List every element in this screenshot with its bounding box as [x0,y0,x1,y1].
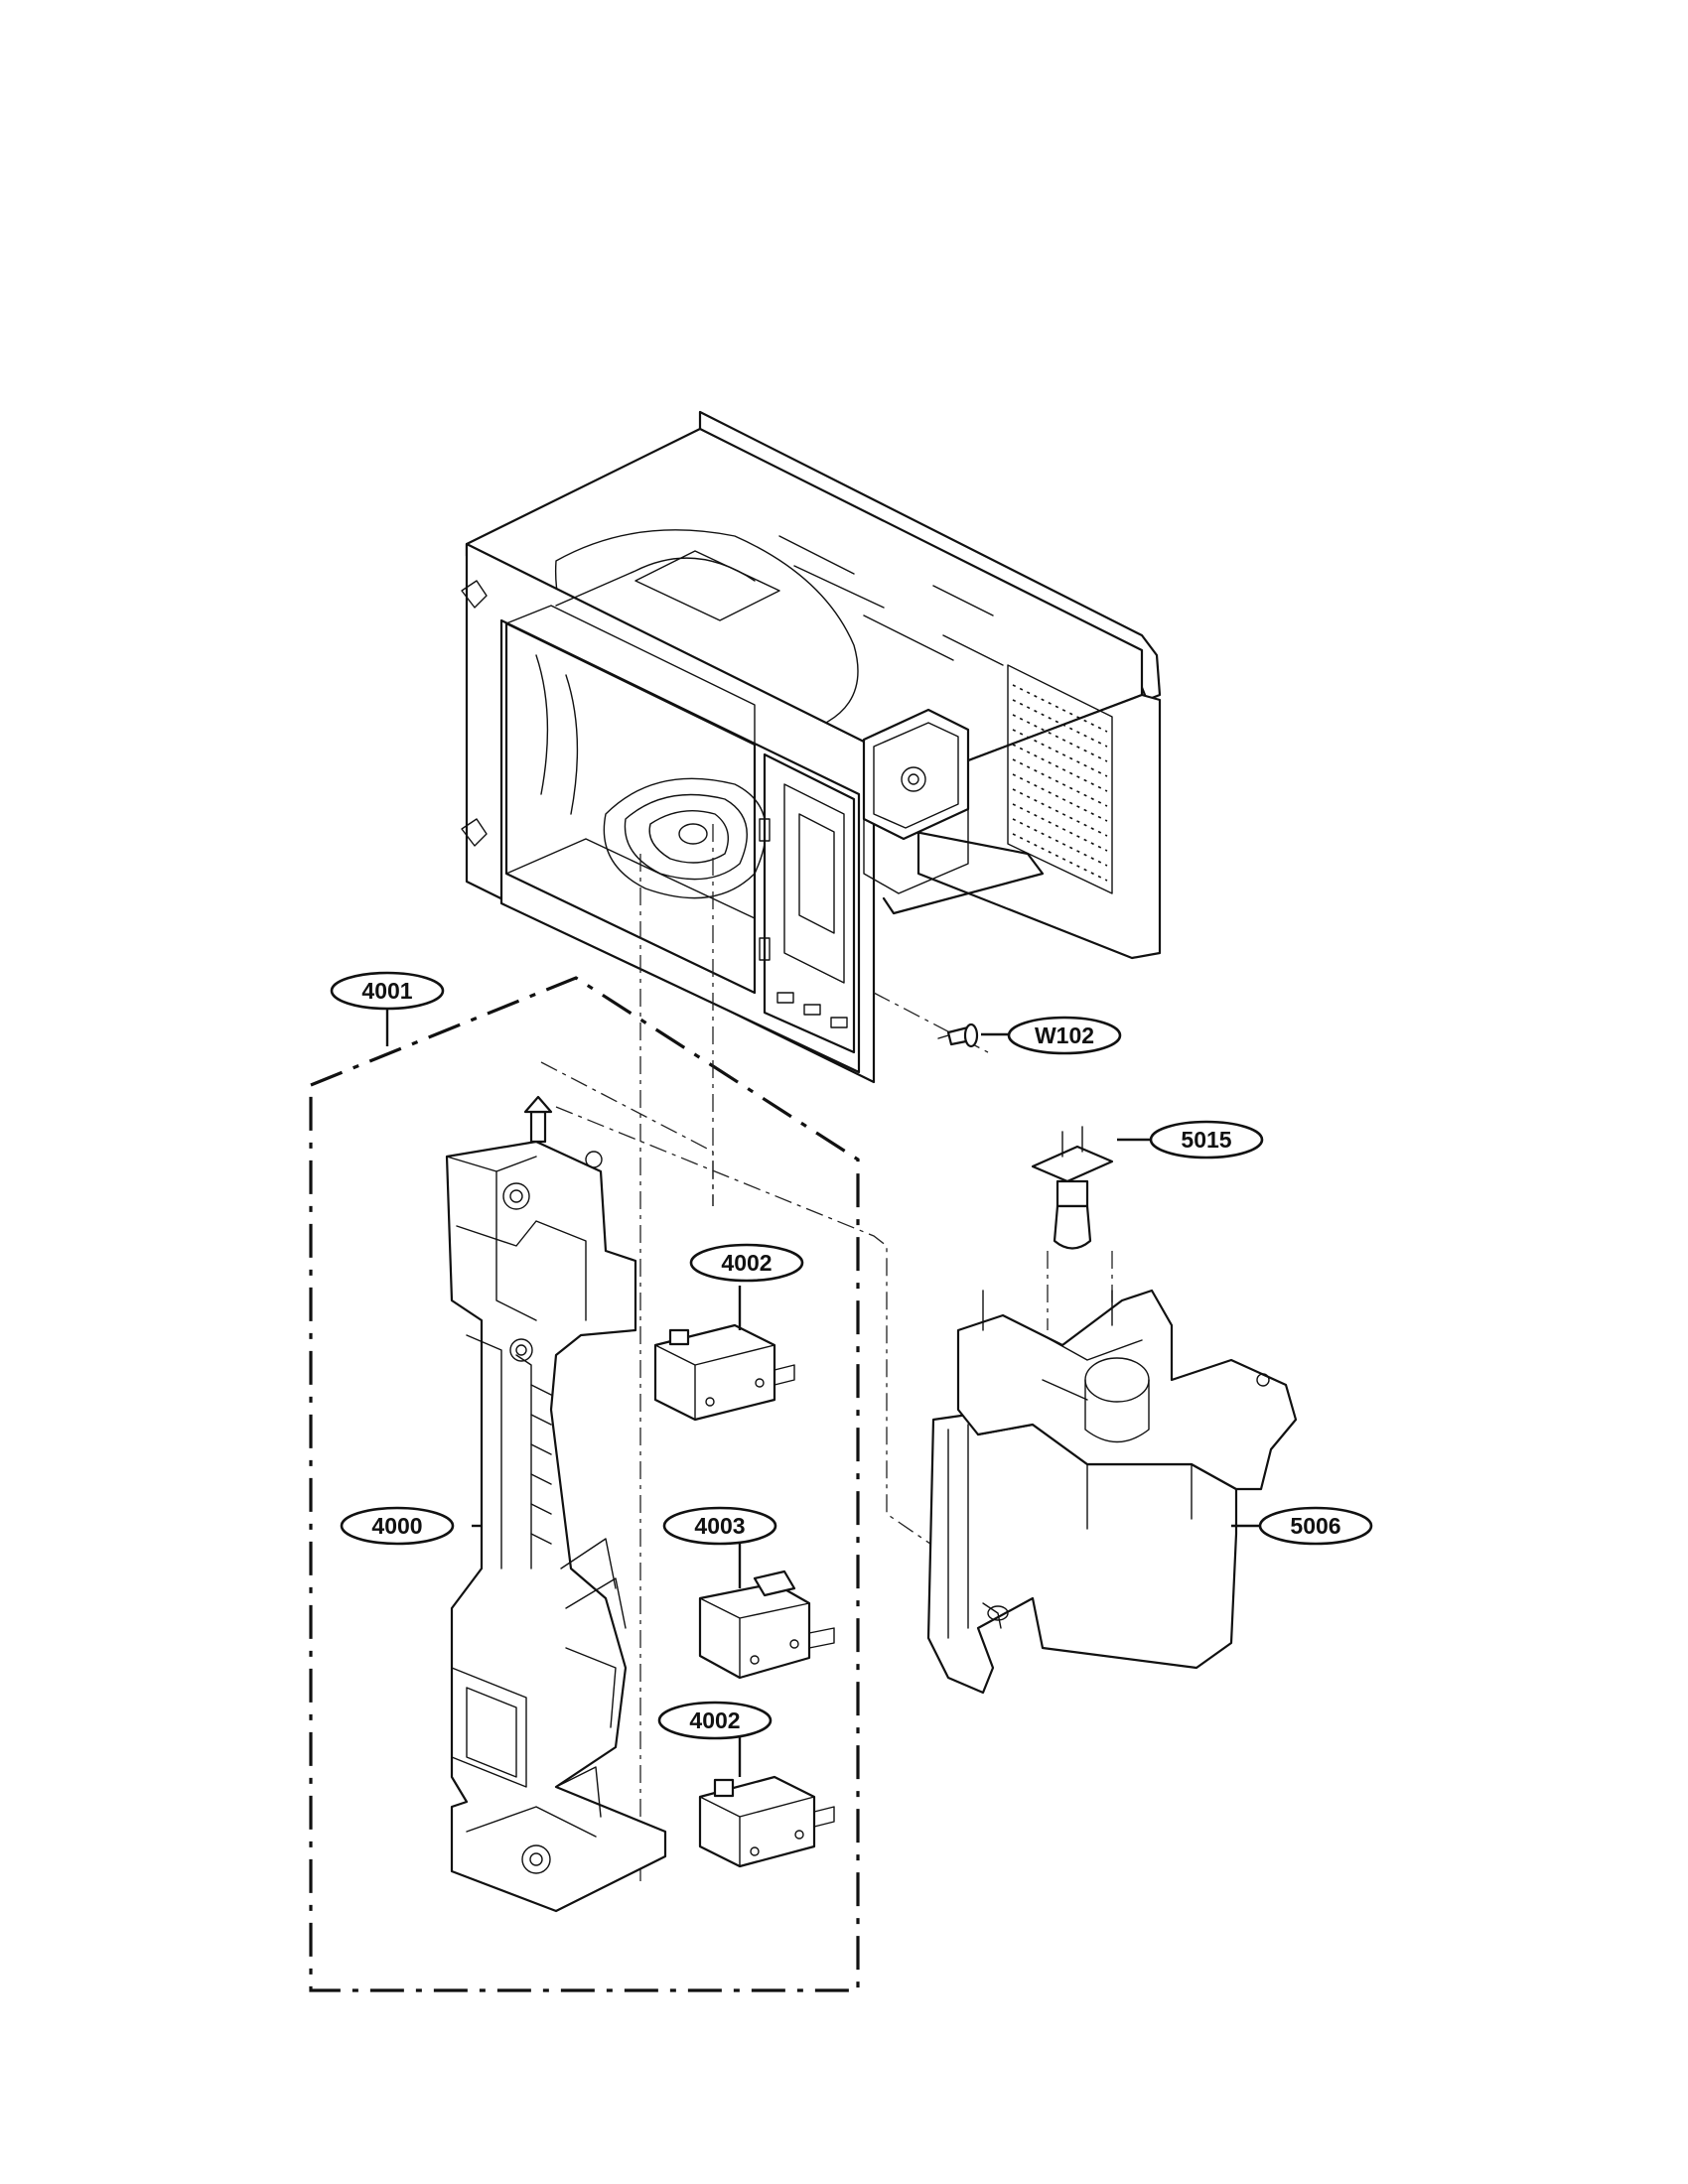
callout-4001[interactable]: 4001 [330,971,445,1011]
microswitch-4002-lower [698,1775,835,1868]
turntable-motor [862,708,970,894]
callout-leaders [385,1008,1259,1777]
lamp-bulb-5015 [1031,1126,1114,1250]
callout-4003-label: 4003 [694,1513,745,1539]
callout-5015[interactable]: 5015 [1149,1120,1264,1160]
callout-5006[interactable]: 5006 [1258,1506,1373,1546]
callout-4000-label: 4000 [371,1513,422,1539]
callout-w102-label: W102 [1035,1023,1094,1048]
callout-5006-label: 5006 [1290,1513,1340,1539]
screw-w102 [937,1023,979,1048]
door-latch-assembly-boundary [309,976,860,1992]
callout-4001-label: 4001 [361,978,412,1004]
oven-cavity-assembly [461,410,1162,1084]
callout-w102[interactable]: W102 [1007,1016,1122,1055]
callout-4002-upper-label: 4002 [721,1250,772,1276]
callout-4002-lower[interactable]: 4002 [657,1701,773,1740]
latch-pin [523,1095,553,1144]
door-latch-body [445,1140,667,1913]
lamp-holder-bracket-5006 [926,1289,1298,1695]
callout-4003[interactable]: 4003 [662,1506,777,1546]
microswitch-4002-upper [653,1323,795,1422]
vent-grid [1007,664,1113,894]
callout-4002-lower-label: 4002 [689,1707,740,1733]
callout-4000[interactable]: 4000 [340,1506,455,1546]
microswitch-4003 [698,1570,835,1680]
callout-4002-upper[interactable]: 4002 [689,1243,804,1283]
callout-5015-label: 5015 [1181,1127,1231,1153]
